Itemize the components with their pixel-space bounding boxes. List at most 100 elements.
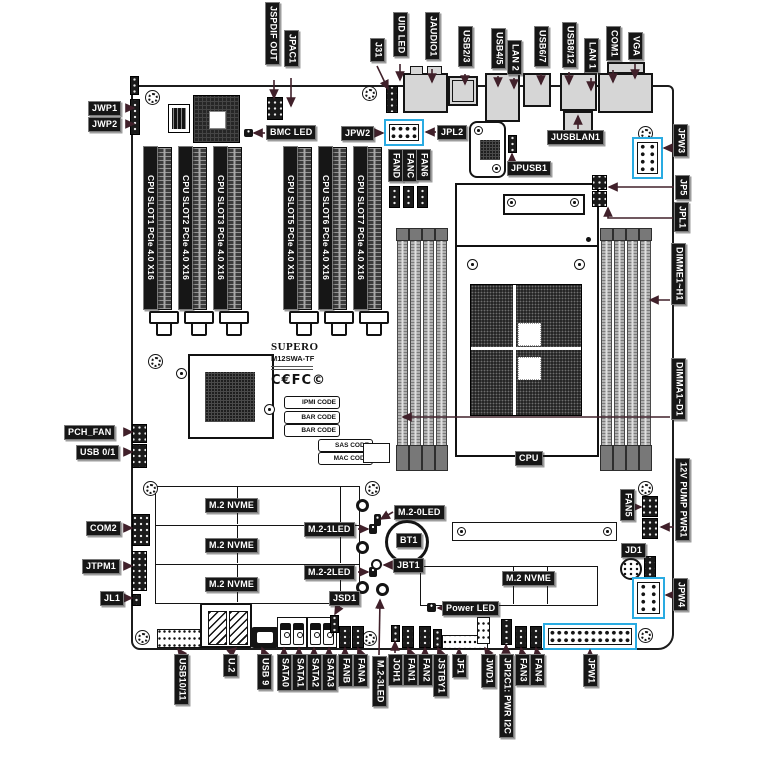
label-cpu-slot3-pcie-4-0-x16: CPU SLOT3 PCIe 4.0 X16 <box>213 146 228 310</box>
label-sata2: SATA2 <box>307 654 323 692</box>
label-com1: COM1 <box>606 26 622 61</box>
label-jbt1: JBT1 <box>393 558 424 574</box>
label-cpu-slot7-pcie-4-0-x16: CPU SLOT7 PCIe 4.0 X16 <box>353 146 368 310</box>
pad-gap <box>513 285 516 415</box>
label-jpw1: JPW1 <box>583 654 599 688</box>
audio-tab-2 <box>427 66 442 75</box>
screw-icon <box>176 368 187 379</box>
pad-gap <box>471 347 581 350</box>
label-lan-1: LAN 1 <box>584 38 600 74</box>
cpu-socket-assembly <box>455 183 599 457</box>
fan3-conn <box>515 626 527 648</box>
m2-0led-comp <box>374 514 381 526</box>
dimm-latch-bottom <box>600 445 613 471</box>
jl1-conn <box>132 594 141 606</box>
dimm-latch-top <box>422 228 435 241</box>
via-hole-4 <box>376 583 389 596</box>
code-box-bar-code-2: BAR CODE <box>284 424 340 437</box>
mounting-hole-icon <box>638 628 653 643</box>
fan2-conn <box>419 626 431 648</box>
dimm-right-slot-3 <box>627 228 638 471</box>
silkscreen-brand-block: SUPERO M12SWA-TF C€FC© <box>271 341 351 388</box>
dimm-latch-bottom <box>396 445 409 471</box>
jpw2-jpl2-conn <box>384 119 424 146</box>
mounting-hole-icon <box>135 630 150 645</box>
label-jtpm1: JTPM1 <box>82 559 121 575</box>
via-hole-2 <box>356 541 369 554</box>
slot-bracket-bottom <box>191 322 207 336</box>
usb01-conn <box>132 444 147 468</box>
label-fanc: FANC <box>402 149 418 183</box>
pad-window <box>518 323 541 346</box>
label-usb8-12: USB8/12 <box>562 22 578 68</box>
jstby1-conn <box>433 629 442 648</box>
jp5-conn <box>592 175 607 190</box>
fan4-conn <box>530 626 542 648</box>
pcie-slot-3 <box>227 147 242 310</box>
pcie-slot-5 <box>332 147 347 310</box>
dimm-right-slot-4 <box>640 228 651 471</box>
usb812-port <box>560 73 597 111</box>
pump-pwr1-conn <box>642 518 658 539</box>
label-m-2-nvme: M.2 NVME <box>502 571 556 587</box>
usb9-conn <box>251 627 279 648</box>
dimm-latch-top <box>613 228 626 241</box>
via-hole-3 <box>356 581 369 594</box>
label-cpu-slot1-pcie-4-0-x16: CPU SLOT1 PCIe 4.0 X16 <box>143 146 158 310</box>
dimm-latch-bottom <box>422 445 435 471</box>
dimm-latch-bottom <box>409 445 422 471</box>
usb23-inner <box>452 80 474 102</box>
fan5-conn <box>642 496 658 517</box>
slot-bracket-bottom <box>296 322 312 336</box>
jpw1-conn <box>543 623 637 650</box>
dimm-latch-top <box>409 228 422 241</box>
label-jpl1: JPL1 <box>674 202 690 233</box>
label-fan4: FAN4 <box>530 654 546 686</box>
label-jwp1: JWP1 <box>88 101 122 117</box>
label-jpw2: JPW2 <box>341 126 375 142</box>
label-cpu-slot6-pcie-4-0-x16: CPU SLOT6 PCIe 4.0 X16 <box>318 146 333 310</box>
label-jaudio1: JAUDIO1 <box>425 12 441 61</box>
label-fan5: FAN5 <box>620 489 636 521</box>
label-usb10-11: USB10/11 <box>174 654 190 705</box>
label-lan-2: LAN 2 <box>507 40 523 76</box>
jpusb1-conn <box>508 135 517 153</box>
label-dimma1-d1: DIMMA1~D1 <box>671 358 687 421</box>
label-pch-fan: PCH_FAN <box>64 425 116 441</box>
fana-conn <box>352 626 364 648</box>
dimm-left-slot-4 <box>436 228 447 471</box>
fanb-conn <box>339 626 351 648</box>
sata01-conn <box>277 617 307 648</box>
jf1-conn <box>442 635 488 649</box>
m2-row-divider <box>340 487 341 524</box>
jpw4-conn-pins <box>637 582 660 614</box>
label-cpu: CPU <box>515 451 543 467</box>
cpu-lga-pad <box>470 284 582 416</box>
label-fan3: FAN3 <box>515 654 531 686</box>
pch-die <box>205 372 255 422</box>
label-usb2-3: USB2/3 <box>458 26 474 67</box>
mounting-hole-icon <box>638 481 653 496</box>
u2-conn <box>200 603 252 648</box>
screw-icon <box>457 527 466 536</box>
slot-bracket-bottom <box>226 322 242 336</box>
jsd1-conn <box>330 615 339 633</box>
label-cpu-slot2-pcie-4-0-x16: CPU SLOT2 PCIe 4.0 X16 <box>178 146 193 310</box>
pch-fan-conn <box>132 424 147 443</box>
mounting-hole-icon <box>365 481 380 496</box>
fan6-conn <box>417 186 428 208</box>
label-jpw3: JPW3 <box>673 124 689 158</box>
dimm-left-slot-1 <box>397 228 408 471</box>
screw-icon <box>574 259 585 270</box>
code-box-bar-code-1: BAR CODE <box>284 411 340 424</box>
usb1011-conn <box>157 629 202 648</box>
label-cpu-slot5-pcie-4-0-x16: CPU SLOT5 PCIe 4.0 X16 <box>283 146 298 310</box>
slot-bracket-bottom <box>366 322 382 336</box>
label-fana: FANA <box>353 654 369 688</box>
joh1-conn <box>391 625 400 642</box>
label-jpusb1: JPUSB1 <box>507 161 552 177</box>
slot-bracket-bottom <box>331 322 347 336</box>
dimm-latch-bottom <box>435 445 448 471</box>
dimm-latch-bottom <box>613 445 626 471</box>
